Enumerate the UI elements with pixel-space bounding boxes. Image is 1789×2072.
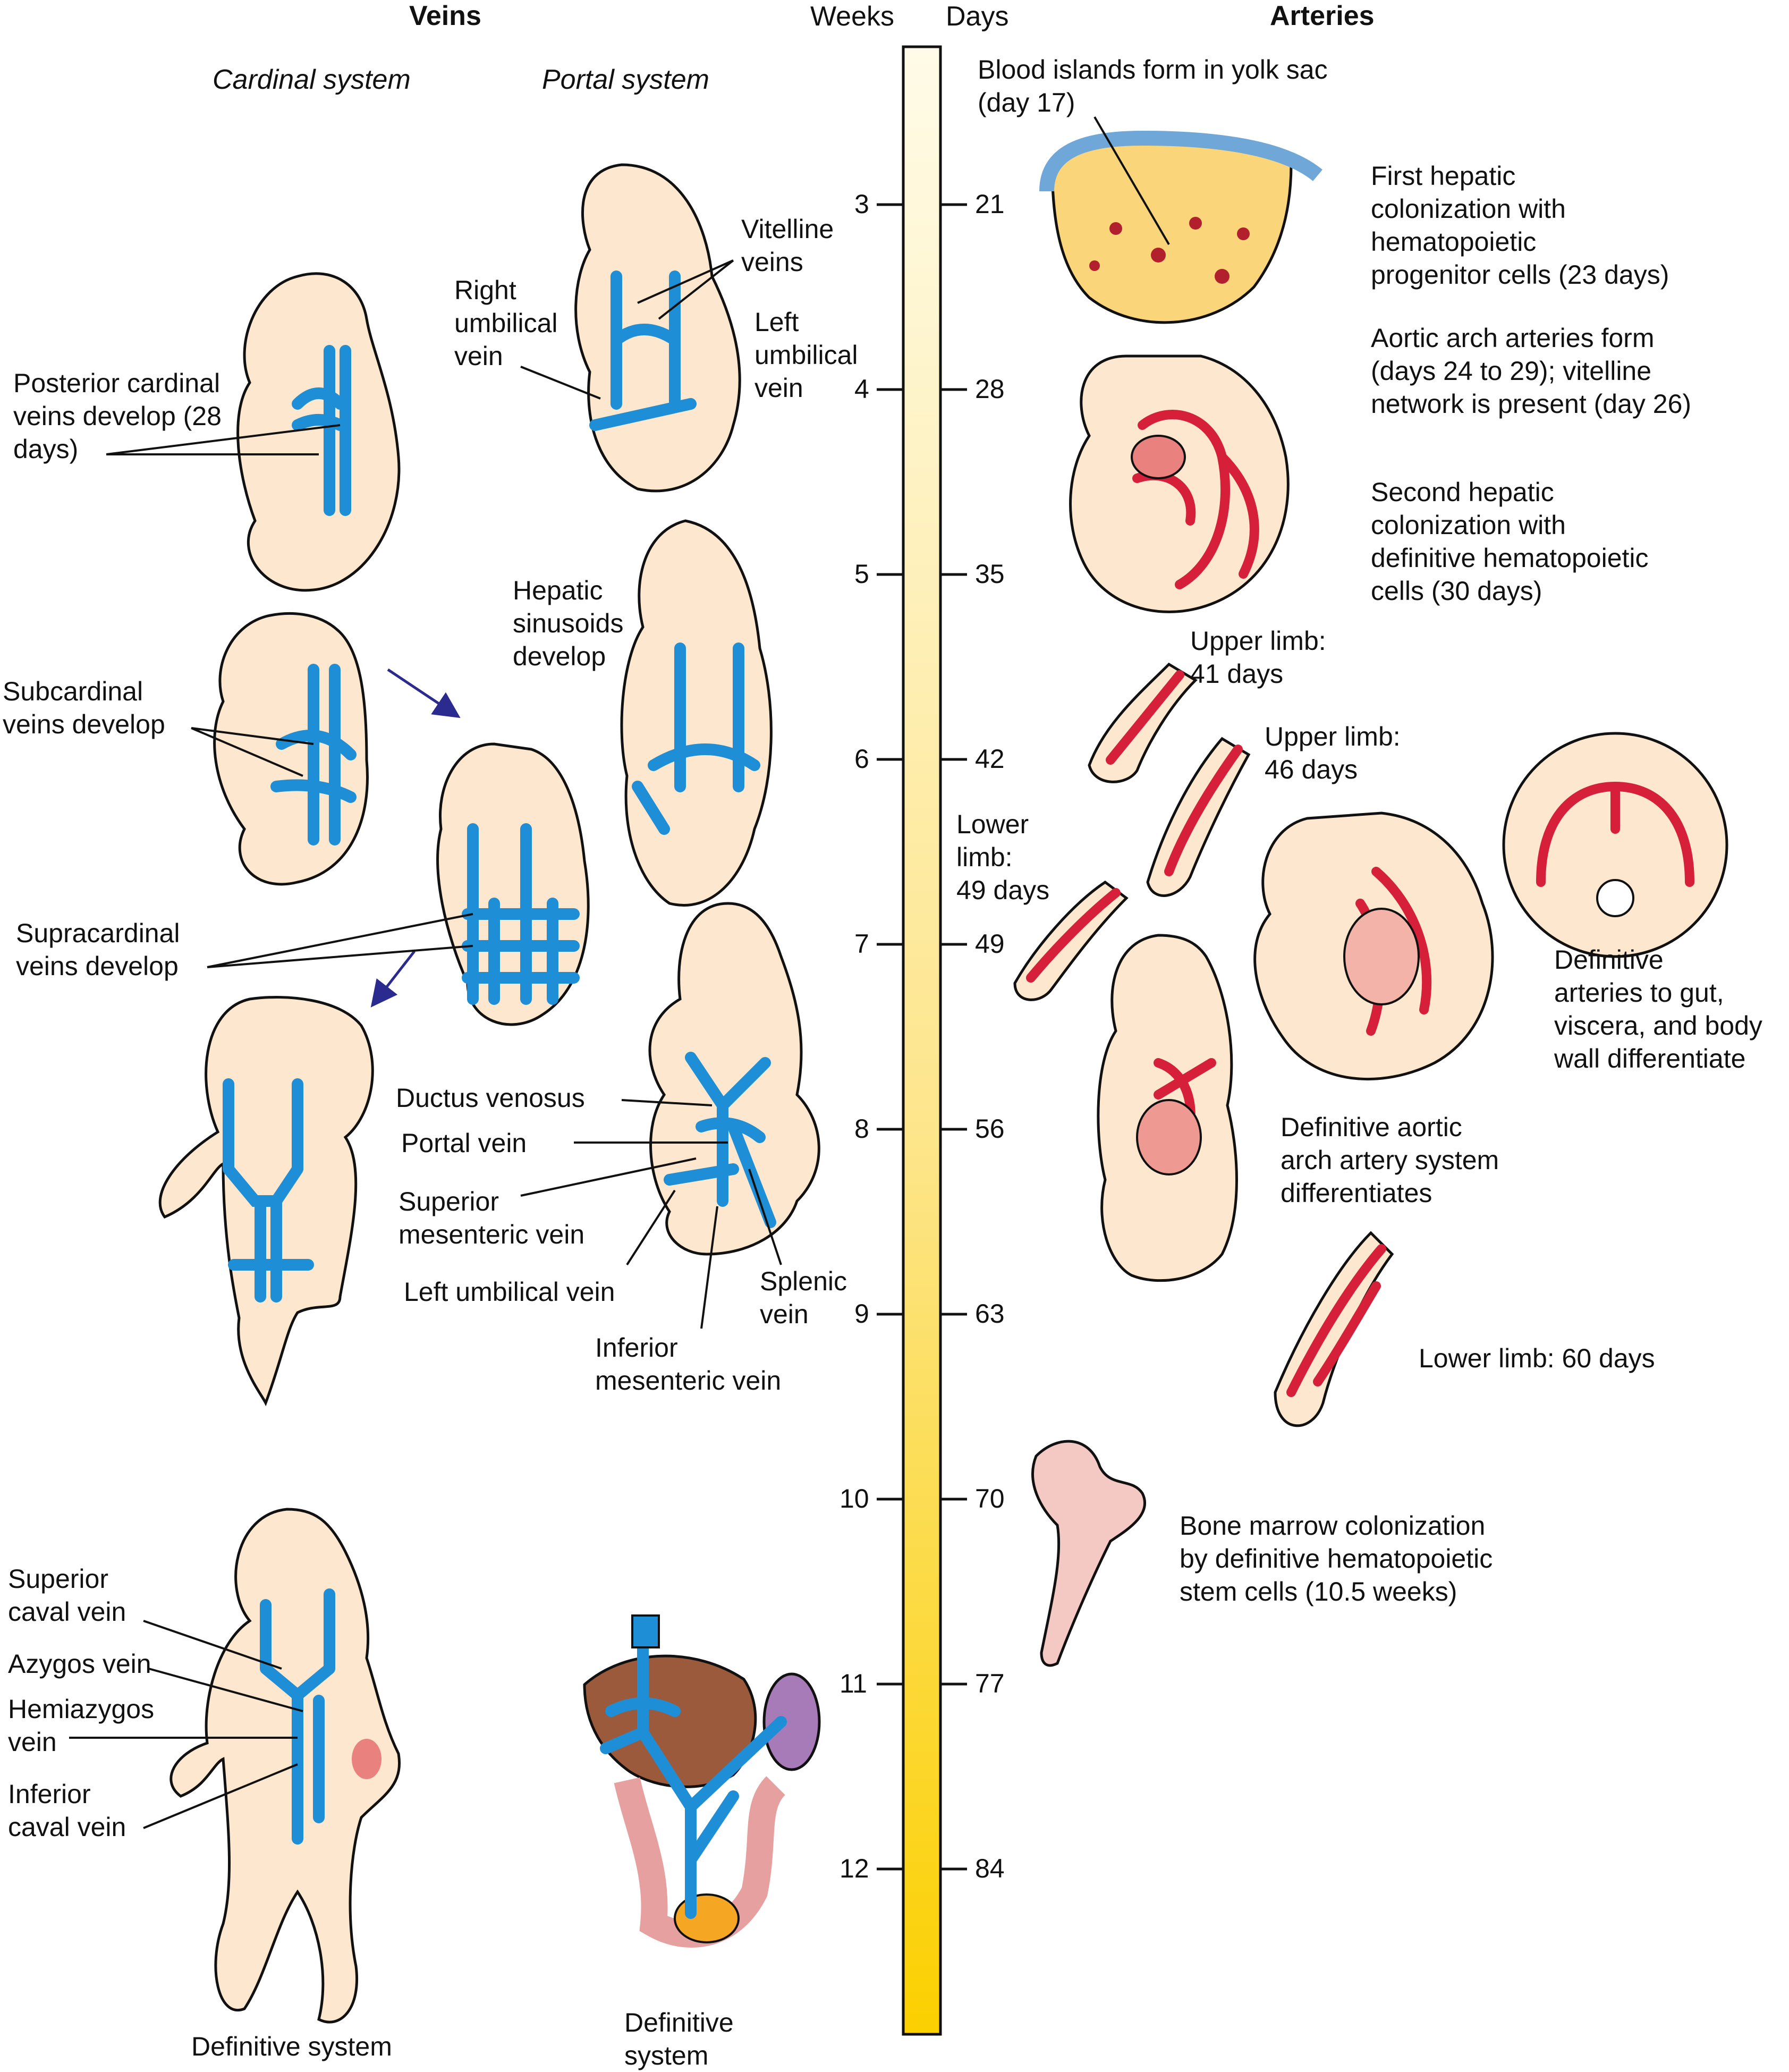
embryo-definitive-cardinal (158, 996, 374, 1407)
day-label: 63 (975, 1299, 1005, 1329)
label-portal-vein: Portal vein (401, 1128, 527, 1158)
transverse-section-gut (1502, 732, 1728, 958)
veins-header: Veins (409, 1, 481, 31)
label-superior-caval: Superior caval vein (8, 1564, 126, 1627)
day-label: 84 (975, 1854, 1005, 1883)
label-definitive-system-portal: Definitive system (624, 2008, 734, 2070)
embryo-portal-hepatic (620, 519, 773, 907)
embryo-portal-ductus (648, 902, 820, 1256)
embryo-supracardinal (436, 742, 590, 1026)
label-definitive-aortic: Definitive aortic arch artery system dif… (1281, 1112, 1499, 1208)
label-ductus-venosus: Ductus venosus (396, 1083, 585, 1113)
embryo-subcardinal (213, 612, 369, 886)
upper-limb-46 (1146, 737, 1251, 897)
label-definitive-arteries: Definitive arteries to gut, viscera, and… (1554, 945, 1762, 1073)
week-label: 6 (854, 744, 869, 774)
cardinal-system-heading: Cardinal system (213, 64, 411, 95)
embryo-definitive-adult-cardinal (169, 1508, 401, 2024)
week-label: 7 (854, 929, 869, 959)
label-upper-limb-41: Upper limb: 41 days (1190, 626, 1326, 689)
label-aortic-arch: Aortic arch arteries form (days 24 to 29… (1371, 323, 1692, 419)
timeline-ticks (877, 203, 967, 1871)
day-label: 21 (975, 189, 1005, 219)
embryo-portal-vitelline (574, 163, 741, 493)
portal-definitive-system (583, 1614, 821, 1948)
label-second-hepatic: Second hepatic colonization with definit… (1371, 477, 1649, 606)
week-label: 4 (854, 374, 869, 404)
label-upper-limb-46: Upper limb: 46 days (1265, 722, 1401, 784)
label-vitelline-veins: Vitelline veins (741, 214, 834, 277)
label-azygos: Azygos vein (8, 1649, 151, 1679)
day-label: 28 (975, 374, 1005, 404)
label-right-umbilical: Right umbilical vein (454, 275, 558, 371)
timeline-bar (902, 45, 942, 2036)
leader-lines (69, 116, 1170, 1829)
week-label: 10 (840, 1484, 869, 1513)
day-label: 70 (975, 1484, 1005, 1513)
label-superior-mesenteric: Superior mesenteric vein (399, 1187, 585, 1249)
day-label: 77 (975, 1669, 1005, 1698)
femur-bone (1031, 1440, 1147, 1667)
label-left-umbilical-bottom: Left umbilical vein (404, 1277, 615, 1307)
label-hepatic-sinusoids: Hepatic sinusoids develop (513, 576, 624, 671)
label-first-hepatic: First hepatic colonization with hematopo… (1371, 161, 1669, 290)
day-label: 56 (975, 1114, 1005, 1144)
label-left-umbilical-top: Left umbilical vein (754, 307, 858, 403)
label-splenic-vein: Splenic vein (760, 1266, 847, 1329)
week-label: 5 (854, 559, 869, 589)
stage-arrow-1 (387, 668, 461, 718)
embryo-definitive-aortic (1097, 934, 1238, 1282)
lower-limb-60 (1274, 1231, 1394, 1427)
embryo-definitive-arteries (1253, 811, 1494, 1080)
label-lower-limb-49: Lower limb: 49 days (956, 809, 1050, 905)
lower-limb-49 (1013, 880, 1129, 1001)
week-label: 3 (854, 189, 869, 219)
week-label: 11 (840, 1669, 867, 1698)
label-inferior-caval: Inferior caval vein (8, 1779, 126, 1842)
weeks-header: Weeks (810, 1, 894, 32)
label-blood-islands: Blood islands form in yolk sac (day 17) (978, 55, 1328, 117)
label-definitive-system-cardinal: Definitive system (191, 2032, 392, 2061)
yolk-sac (1039, 130, 1322, 324)
label-lower-limb-60: Lower limb: 60 days (1419, 1343, 1655, 1373)
label-hemiazygos: Hemiazygos vein (8, 1694, 155, 1757)
label-bone-marrow: Bone marrow colonization by definitive h… (1180, 1511, 1493, 1606)
week-label: 12 (840, 1854, 869, 1883)
label-inferior-mesenteric: Inferior mesenteric vein (595, 1333, 782, 1396)
week-label: 9 (854, 1299, 869, 1329)
label-subcardinal: Subcardinal veins develop (3, 676, 165, 739)
days-header: Days (946, 1, 1009, 32)
embryo-aortic-arch (1069, 354, 1290, 613)
week-label: 8 (854, 1114, 869, 1144)
arteries-header: Arteries (1270, 1, 1375, 31)
portal-system-heading: Portal system (542, 64, 709, 95)
label-supracardinal: Supracardinal veins develop (16, 918, 180, 981)
stage-arrow-2 (370, 950, 416, 1008)
label-posterior-cardinal: Posterior cardinal veins develop (28 day… (13, 368, 222, 464)
upper-limb-41 (1088, 662, 1198, 783)
day-label: 49 (975, 929, 1005, 959)
day-label: 42 (975, 744, 1005, 774)
day-label: 35 (975, 559, 1005, 589)
embryo-posterior-cardinal (236, 272, 401, 592)
